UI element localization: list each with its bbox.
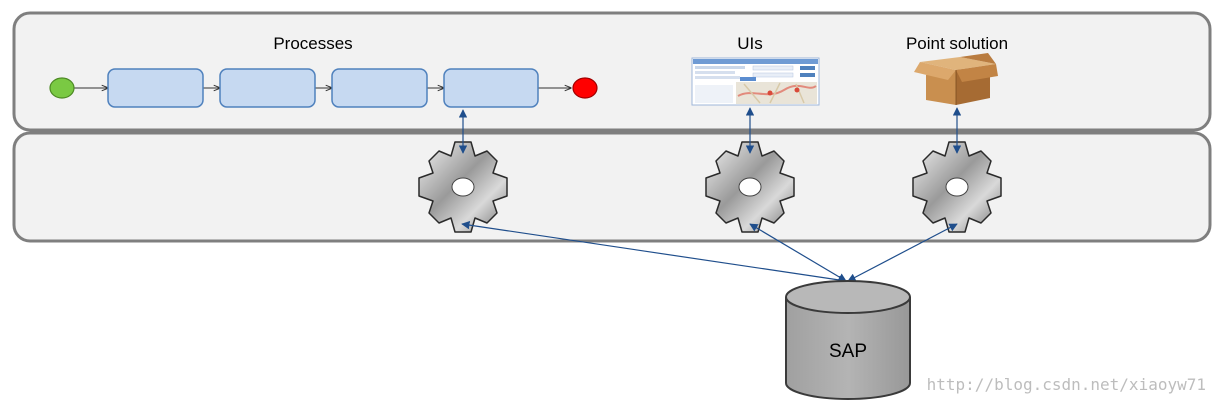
integration-layer-panel	[12, 131, 1212, 243]
start-event	[49, 77, 75, 99]
uis-label: UIs	[737, 34, 763, 53]
end-event	[572, 77, 598, 99]
gear-icon-point-solution	[912, 141, 1002, 233]
cardboard-box-icon	[914, 53, 998, 105]
processes-label: Processes	[273, 34, 352, 53]
process-step-2	[219, 68, 316, 108]
watermark-url: http://blog.csdn.net/xiaoyw71	[927, 375, 1206, 394]
process-step-4	[443, 68, 539, 108]
connector-gear3-sap	[847, 223, 958, 282]
sap-label: SAP	[829, 341, 867, 362]
gear-icon-processes	[418, 141, 508, 233]
sap-database: SAP	[785, 280, 911, 400]
ui-screenshot-icon	[691, 57, 820, 106]
point-solution-label: Point solution	[906, 34, 1008, 53]
process-step-1	[107, 68, 204, 108]
gear-icon-uis	[705, 141, 795, 233]
process-step-3	[331, 68, 428, 108]
connector-gear2-sap	[749, 223, 847, 282]
